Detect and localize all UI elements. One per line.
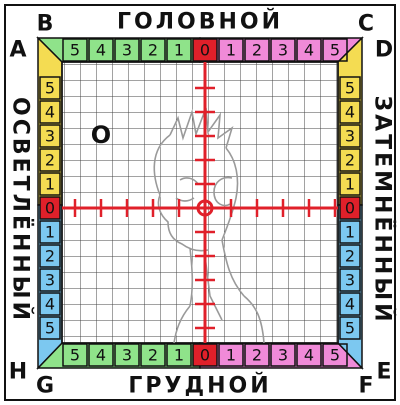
- bottom-scale-label: 5: [70, 346, 80, 365]
- bottom-scale-label: 4: [304, 346, 314, 365]
- left-scale-label: 5: [45, 319, 55, 338]
- corner-letter-a: A: [9, 38, 26, 63]
- top-scale-label: 3: [278, 41, 288, 60]
- top-scale-label: 3: [122, 41, 132, 60]
- top-label: ГОЛОВНОЙ: [117, 9, 283, 35]
- right-label: ЗАТЕМНЁННЫЙ: [370, 95, 396, 324]
- bottom-scale-label: 5: [330, 346, 340, 365]
- left-scale-label: 2: [45, 247, 55, 266]
- right-scale-label: 3: [345, 271, 355, 290]
- position-marker: O: [91, 121, 111, 149]
- bottom-scale-label: 2: [148, 346, 158, 365]
- corner-letter-g: G: [36, 374, 54, 399]
- top-scale-label: 5: [330, 41, 340, 60]
- corner-letter-h: H: [9, 360, 27, 385]
- top-scale-label: 1: [226, 41, 236, 60]
- right-scale-label: 1: [345, 223, 355, 242]
- bottom-label: ГРУДНОЙ: [128, 373, 271, 399]
- corner-letter-d: D: [375, 38, 393, 63]
- right-scale-label: 5: [345, 319, 355, 338]
- bottom-scale-label: 4: [96, 346, 106, 365]
- corner-letter-e: E: [376, 360, 391, 385]
- right-scale-label: 5: [345, 79, 355, 98]
- bottom-scale-label: 2: [252, 346, 262, 365]
- left-scale-label: 0: [45, 199, 55, 218]
- right-scale-label: 3: [345, 127, 355, 146]
- top-scale-label: 4: [96, 41, 106, 60]
- right-scale-label: 4: [345, 103, 355, 122]
- bottom-scale-label: 3: [122, 346, 132, 365]
- top-scale-label: 2: [252, 41, 262, 60]
- top-scale-label: 1: [174, 41, 184, 60]
- bottom-scale-label: 1: [226, 346, 236, 365]
- right-scale-label: 1: [345, 175, 355, 194]
- corner-letter-b: B: [37, 12, 54, 37]
- top-scale-label: 2: [148, 41, 158, 60]
- bottom-scale-label: 3: [278, 346, 288, 365]
- left-scale-label: 4: [45, 103, 55, 122]
- left-scale-label: 5: [45, 79, 55, 98]
- left-scale-label: 3: [45, 127, 55, 146]
- top-scale-label: 5: [70, 41, 80, 60]
- left-scale-label: 2: [45, 151, 55, 170]
- right-scale-label: 0: [345, 199, 355, 218]
- right-scale-label: 2: [345, 151, 355, 170]
- top-scale-label: 4: [304, 41, 314, 60]
- top-scale-label: 0: [200, 41, 210, 60]
- left-scale-label: 1: [45, 223, 55, 242]
- corner-letter-f: F: [358, 374, 373, 399]
- left-scale-label: 1: [45, 175, 55, 194]
- bottom-scale-label: 1: [174, 346, 184, 365]
- left-scale-label: 4: [45, 295, 55, 314]
- right-scale-label: 2: [345, 247, 355, 266]
- bottom-scale-label: 0: [200, 346, 210, 365]
- right-scale-label: 4: [345, 295, 355, 314]
- left-label: ОСВЕТЛЁННЫЙ: [8, 97, 34, 323]
- left-scale-label: 3: [45, 271, 55, 290]
- corner-letter-c: C: [358, 12, 374, 37]
